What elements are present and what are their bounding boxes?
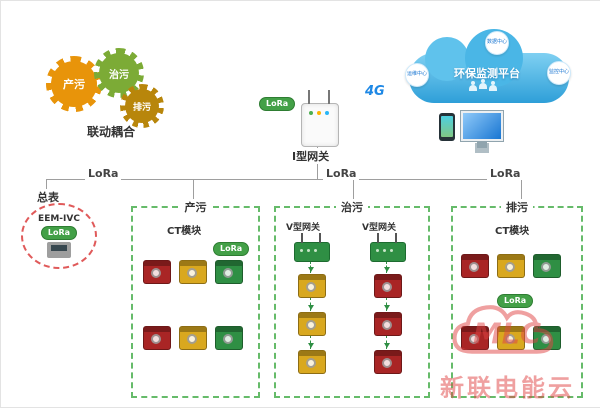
connector-paiwu-drop bbox=[521, 180, 522, 206]
meter-title: 总表 bbox=[35, 189, 61, 205]
ct-module-yellow bbox=[497, 254, 525, 278]
box-chanwu-title: 产污 bbox=[179, 199, 212, 215]
gear-paiwu-label: 排污 bbox=[132, 102, 151, 113]
users-icon bbox=[479, 79, 487, 89]
users-icon bbox=[489, 81, 497, 91]
box-zhiwu-title: 治污 bbox=[336, 199, 368, 215]
lora-pill-paiwu: LoRa bbox=[497, 294, 534, 308]
phone-icon bbox=[439, 113, 455, 141]
connector-zhiwu-drop bbox=[353, 180, 354, 206]
ct-module-yellow bbox=[298, 312, 326, 336]
lora-pill-gateway: LoRa bbox=[259, 97, 296, 111]
arrow-down-icon bbox=[307, 297, 314, 311]
cloud-badge-data-center: 数据中心 bbox=[485, 31, 509, 55]
meter-model: EEM-IVC bbox=[38, 214, 80, 224]
arrow-down-icon bbox=[383, 335, 390, 349]
ct-module-yellow bbox=[179, 326, 207, 350]
cloud-badge-monitor-center: 监控中心 bbox=[547, 61, 571, 85]
ct-module-yellow bbox=[497, 326, 525, 350]
ct-module-green bbox=[533, 254, 561, 278]
ct-module-yellow bbox=[179, 260, 207, 284]
monitor-icon bbox=[461, 111, 503, 141]
bus-lora-middle: LoRa bbox=[323, 167, 360, 180]
users-icon bbox=[469, 81, 477, 91]
arrow-down-icon bbox=[383, 261, 390, 273]
gear-zhiwu-label: 治污 bbox=[109, 69, 129, 81]
4g-icon: 4G bbox=[365, 84, 385, 99]
meter-group: EEM-IVC LoRa bbox=[21, 203, 97, 269]
lora-pill-chanwu: LoRa bbox=[213, 242, 250, 256]
box-paiwu-ct-label: CT模块 bbox=[495, 226, 530, 237]
v-gateway-device bbox=[294, 233, 330, 262]
ct-module-red bbox=[461, 326, 489, 350]
arrow-down-icon bbox=[383, 297, 390, 311]
cloud-title: 环保监测平台 bbox=[454, 67, 520, 80]
connector-meter-drop bbox=[46, 180, 47, 192]
box-chanwu-ct-label: CT模块 bbox=[167, 226, 202, 237]
v-gateway-right-label: V型网关 bbox=[362, 223, 396, 233]
ct-module-green bbox=[215, 260, 243, 284]
i-gateway-label: I型网关 bbox=[289, 148, 333, 164]
bus-lora-left: LoRa bbox=[85, 167, 122, 180]
group-box-paiwu: 排污 CT模块 LoRa bbox=[451, 199, 583, 398]
gears-caption: 联动耦合 bbox=[86, 125, 135, 139]
box-paiwu-title: 排污 bbox=[501, 199, 533, 215]
gear-chanwu-icon: 产污 bbox=[46, 56, 102, 112]
arrow-down-icon bbox=[307, 261, 314, 273]
meter-device-icon bbox=[47, 242, 71, 258]
cloud-icon bbox=[409, 29, 569, 103]
v-gateway-left-label: V型网关 bbox=[286, 223, 320, 233]
cloud-badge-ops-center: 运维中心 bbox=[405, 63, 429, 87]
ct-module-red bbox=[143, 260, 171, 284]
connector-lora-bus bbox=[46, 179, 522, 180]
i-gateway-device bbox=[301, 90, 339, 147]
ct-module-yellow bbox=[298, 350, 326, 374]
ct-module-red bbox=[461, 254, 489, 278]
ct-module-green bbox=[215, 326, 243, 350]
group-box-chanwu: 产污 CT模块 LoRa bbox=[131, 199, 260, 398]
ct-module-red bbox=[374, 312, 402, 336]
group-box-zhiwu: 治污 V型网关 V型网关 bbox=[274, 199, 430, 398]
v-gateway-device bbox=[370, 233, 406, 262]
bus-lora-right: LoRa bbox=[487, 167, 524, 180]
ct-module-green bbox=[533, 326, 561, 350]
cloud-platform: 环保监测平台 数据中心 运维中心 监控中心 bbox=[401, 29, 573, 103]
gear-chanwu-label: 产污 bbox=[63, 78, 85, 91]
gear-paiwu-icon: 排污 bbox=[120, 84, 164, 128]
lora-pill-meter: LoRa bbox=[40, 226, 78, 240]
arrow-down-icon bbox=[307, 335, 314, 349]
ct-module-red bbox=[374, 350, 402, 374]
gear-zhiwu-icon: 治污 bbox=[94, 48, 144, 98]
ct-module-yellow bbox=[298, 274, 326, 298]
connector-chanwu-drop bbox=[193, 180, 194, 206]
ct-module-red bbox=[374, 274, 402, 298]
ct-module-red bbox=[143, 326, 171, 350]
